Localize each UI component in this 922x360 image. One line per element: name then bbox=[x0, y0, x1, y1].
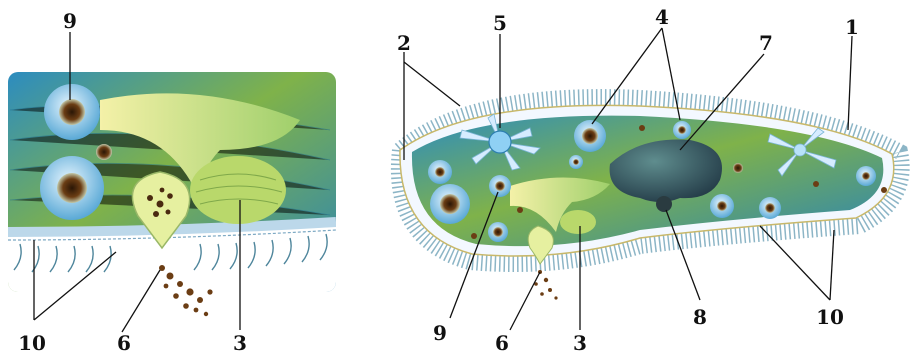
label-2: 2 bbox=[397, 31, 411, 55]
label-10: 10 bbox=[18, 331, 46, 355]
cytopharynx bbox=[560, 210, 596, 234]
label-6: 6 bbox=[495, 331, 509, 355]
label-6: 6 bbox=[117, 331, 131, 355]
label-10: 10 bbox=[816, 305, 844, 329]
label-5: 5 bbox=[493, 11, 507, 35]
label-7: 7 bbox=[759, 31, 773, 55]
label-9: 9 bbox=[63, 9, 77, 33]
label-4: 4 bbox=[655, 5, 669, 29]
right-panel-whole-cell: 2 5 4 7 1 9 6 3 8 10 bbox=[397, 5, 902, 355]
label-9: 9 bbox=[433, 321, 447, 345]
label-1: 1 bbox=[845, 15, 859, 39]
label-8: 8 bbox=[693, 305, 707, 329]
label-3: 3 bbox=[573, 331, 587, 355]
expelled-waste bbox=[534, 270, 557, 300]
left-panel-closeup: 9 10 6 3 bbox=[8, 9, 336, 355]
micronucleus bbox=[656, 196, 672, 212]
label-3: 3 bbox=[233, 331, 247, 355]
